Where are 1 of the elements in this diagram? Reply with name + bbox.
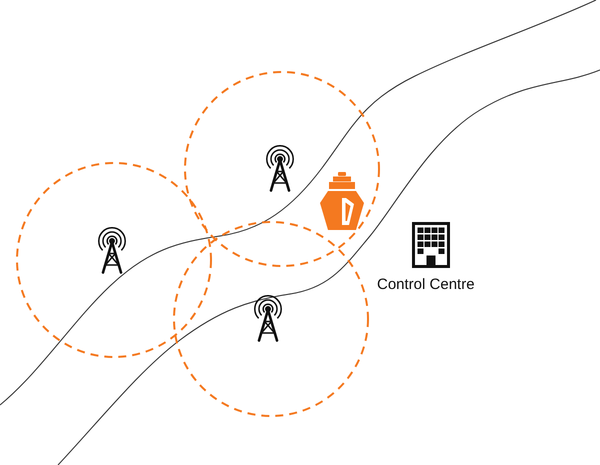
place-label: Control Centre [377, 276, 475, 294]
